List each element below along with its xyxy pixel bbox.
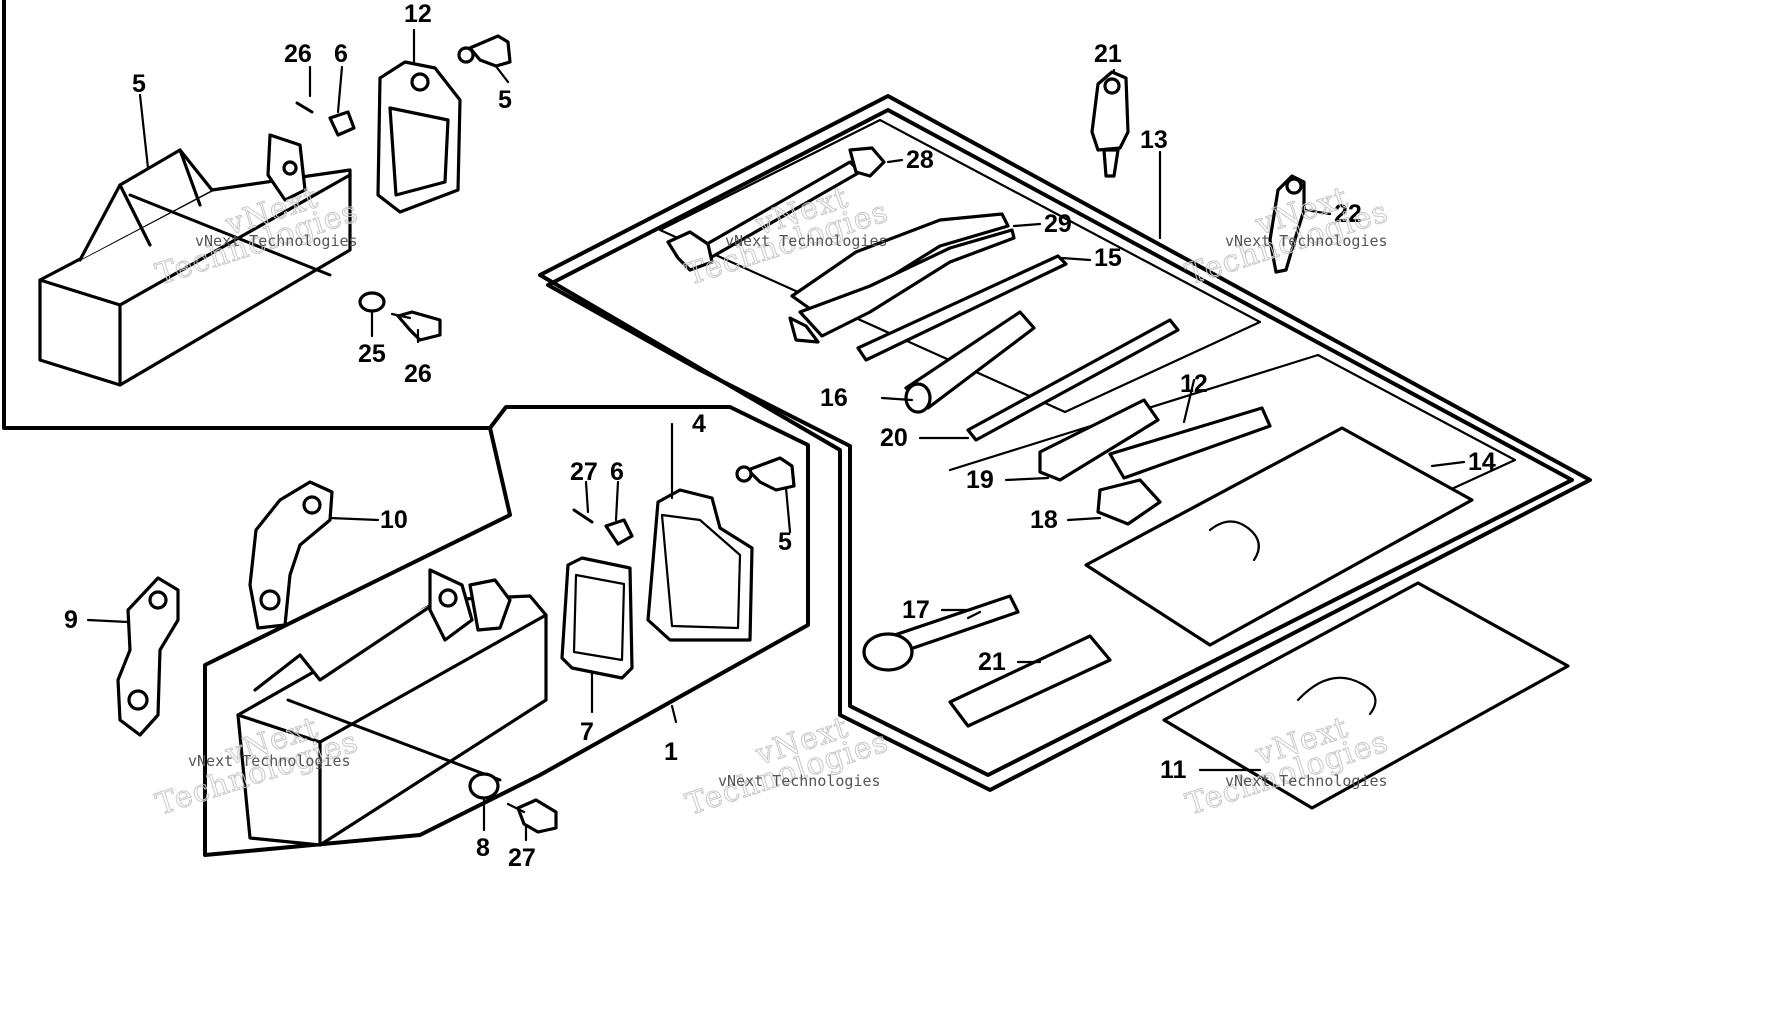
part-14-manual (1084, 426, 1474, 647)
callout-12: 12 (1180, 370, 1208, 398)
callout-numbers: 5 12 26 6 5 25 26 4 27 6 5 10 9 7 1 8 27… (64, 0, 1496, 872)
part-29-pliers (788, 212, 1016, 344)
part-3-cover (376, 60, 462, 214)
watermark-small: vNext Technologies (1225, 772, 1388, 790)
part-28-wrench (666, 146, 886, 272)
callout-18: 18 (1030, 506, 1058, 534)
watermark-small: vNext Technologies (725, 232, 888, 250)
part-22-key (1090, 70, 1130, 178)
part-6-grommet (604, 518, 634, 546)
callout-10: 10 (380, 506, 408, 534)
watermark-small: vNext Technologies (195, 232, 358, 250)
callout-16: 16 (820, 384, 848, 412)
part-21-bag (948, 634, 1112, 728)
part-19-spanner (1038, 398, 1160, 482)
part-4-cover (646, 488, 754, 642)
watermark-small: vNext Technologies (718, 772, 881, 790)
callout-15: 15 (1094, 244, 1122, 272)
part-25-bolt-inset (390, 310, 442, 342)
callout-5: 5 (778, 528, 792, 556)
callout-6-inset: 6 (334, 40, 348, 68)
callout-19: 19 (966, 466, 994, 494)
part-23-key (1268, 174, 1306, 274)
part-20-rod (966, 318, 1180, 442)
callout-28: 28 (906, 146, 934, 174)
part-7-seal (560, 556, 634, 680)
callout-17: 17 (902, 596, 930, 624)
leader-lines (86, 28, 1466, 842)
callout-2: 5 (132, 70, 146, 98)
callout-27: 27 (508, 844, 536, 872)
callout-22: 21 (1094, 40, 1122, 68)
tool-box-frame (203, 405, 810, 857)
part-6-grommet-inset (328, 110, 356, 137)
inset-frame (2, 0, 490, 430)
callout-20: 20 (880, 424, 908, 452)
part-12-spanner (1108, 406, 1272, 480)
callout-6: 6 (610, 458, 624, 486)
callout-13: 13 (1140, 126, 1168, 154)
part-2-tool-box (38, 133, 352, 387)
part-16-screwdriver-handle (904, 310, 1036, 414)
part-26-pin-inset (295, 101, 314, 114)
callout-3: 12 (404, 0, 432, 28)
callout-7: 7 (580, 718, 594, 746)
watermark-small: vNext Technologies (1225, 232, 1388, 250)
callout-11: 11 (1160, 756, 1187, 784)
part-27-bolt (506, 798, 558, 834)
callout-5-inset: 5 (498, 86, 512, 114)
callout-9: 9 (64, 606, 78, 634)
part-10-bracket (248, 480, 334, 630)
callout-21: 21 (978, 648, 1006, 676)
callout-29: 29 (1044, 210, 1072, 238)
callout-8: 8 (476, 834, 490, 862)
part-26-pin (572, 508, 594, 524)
callout-1: 1 (664, 738, 678, 766)
part-5-clip-inset (457, 34, 512, 68)
callout-24: 25 (358, 340, 386, 368)
callout-23: 22 (1334, 200, 1362, 228)
watermark-small: vNext Technologies (188, 752, 351, 770)
callout-26-inset: 26 (284, 40, 312, 68)
part-1-tool-box (236, 568, 548, 847)
part-24-washer-inset (358, 291, 386, 313)
part-18-socket (1096, 478, 1162, 526)
part-15-screwdriver (856, 254, 1068, 362)
part-5-clip (735, 456, 796, 492)
part-8-washer (468, 772, 500, 800)
callout-4: 4 (692, 410, 706, 438)
callout-25: 26 (404, 360, 432, 388)
callout-26: 27 (570, 458, 598, 486)
callout-14: 14 (1468, 448, 1496, 476)
watermark-3: vNext Technologies vNext Technologies (1181, 179, 1393, 293)
part-9-bracket (116, 576, 180, 737)
part-11-manual (1162, 581, 1570, 810)
part-17-spanner (862, 594, 1020, 672)
